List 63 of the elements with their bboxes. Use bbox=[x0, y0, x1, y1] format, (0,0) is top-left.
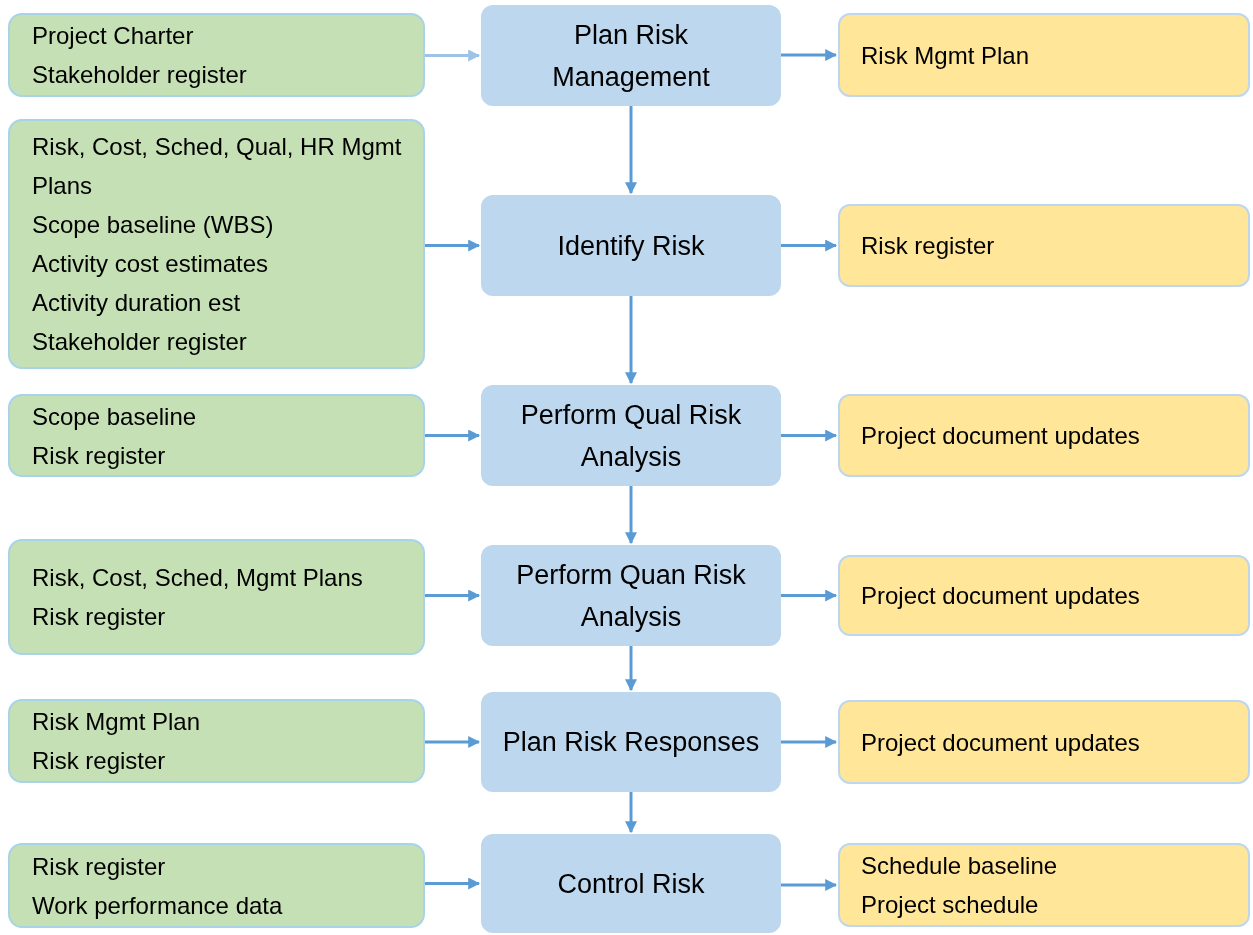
arrow bbox=[625, 646, 637, 692]
process-label: Identify Risk bbox=[556, 229, 706, 263]
output-box bbox=[838, 204, 1250, 287]
arrow bbox=[425, 877, 481, 890]
arrow bbox=[625, 486, 637, 545]
arrow bbox=[425, 429, 481, 442]
list-item: Risk Mgmt Plan bbox=[861, 40, 1031, 71]
list-item: Risk Mgmt Plan bbox=[32, 707, 202, 737]
arrow bbox=[625, 106, 637, 195]
input-box bbox=[8, 699, 425, 783]
list-item: Project document updates bbox=[861, 581, 1141, 611]
arrow bbox=[781, 49, 838, 61]
input-box bbox=[8, 539, 425, 655]
output-box bbox=[838, 394, 1250, 477]
arrow bbox=[425, 736, 481, 748]
list-item: Activity cost estimates bbox=[32, 249, 270, 279]
process-label: Plan Risk Management bbox=[551, 18, 711, 94]
output-box bbox=[838, 700, 1250, 784]
list-item: Stakeholder register bbox=[32, 60, 248, 90]
arrow bbox=[425, 239, 481, 252]
list-item: Stakeholder register bbox=[32, 327, 248, 357]
process-label: Control Risk bbox=[556, 867, 706, 901]
process-box bbox=[481, 385, 781, 486]
list-item: Risk register bbox=[32, 602, 167, 632]
process-label: Perform Qual Risk Analysis bbox=[519, 398, 743, 474]
arrow bbox=[781, 589, 838, 602]
list-item: Scope baseline bbox=[32, 401, 198, 432]
list-item: Project Charter bbox=[32, 21, 195, 51]
list-item: Risk register bbox=[32, 851, 167, 882]
list-item: Risk, Cost, Sched, Qual, HR Mgmt Plans bbox=[32, 132, 403, 201]
arrow bbox=[425, 589, 481, 602]
process-box bbox=[481, 5, 781, 106]
process-label: Plan Risk Responses bbox=[501, 726, 761, 759]
process-box bbox=[481, 545, 781, 646]
list-item: Project document updates bbox=[861, 421, 1141, 451]
process-label: Perform Quan Risk Analysis bbox=[515, 558, 747, 634]
input-box bbox=[8, 119, 425, 369]
list-item: Risk register bbox=[32, 746, 167, 776]
list-item: Risk, Cost, Sched, Mgmt Plans bbox=[32, 563, 364, 593]
output-box bbox=[838, 555, 1250, 636]
arrow bbox=[781, 239, 838, 252]
list-item: Risk register bbox=[32, 440, 167, 471]
process-box bbox=[481, 195, 781, 296]
arrow bbox=[781, 879, 838, 891]
input-box bbox=[8, 843, 425, 928]
list-item: Activity duration est bbox=[32, 288, 242, 318]
list-item: Project document updates bbox=[861, 727, 1141, 758]
arrow bbox=[625, 296, 637, 385]
output-box bbox=[838, 843, 1250, 927]
arrow bbox=[781, 429, 838, 442]
list-item: Risk register bbox=[861, 231, 996, 261]
list-item: Project schedule bbox=[861, 890, 1040, 920]
list-item: Scope baseline (WBS) bbox=[32, 210, 275, 240]
arrow bbox=[625, 792, 637, 834]
list-item: Work performance data bbox=[32, 890, 284, 921]
arrow bbox=[425, 49, 481, 62]
process-box bbox=[481, 692, 781, 792]
process-box bbox=[481, 834, 781, 933]
output-box bbox=[838, 13, 1250, 97]
arrow bbox=[781, 736, 838, 748]
input-box bbox=[8, 394, 425, 477]
list-item: Schedule baseline bbox=[861, 851, 1059, 881]
input-box bbox=[8, 13, 425, 97]
